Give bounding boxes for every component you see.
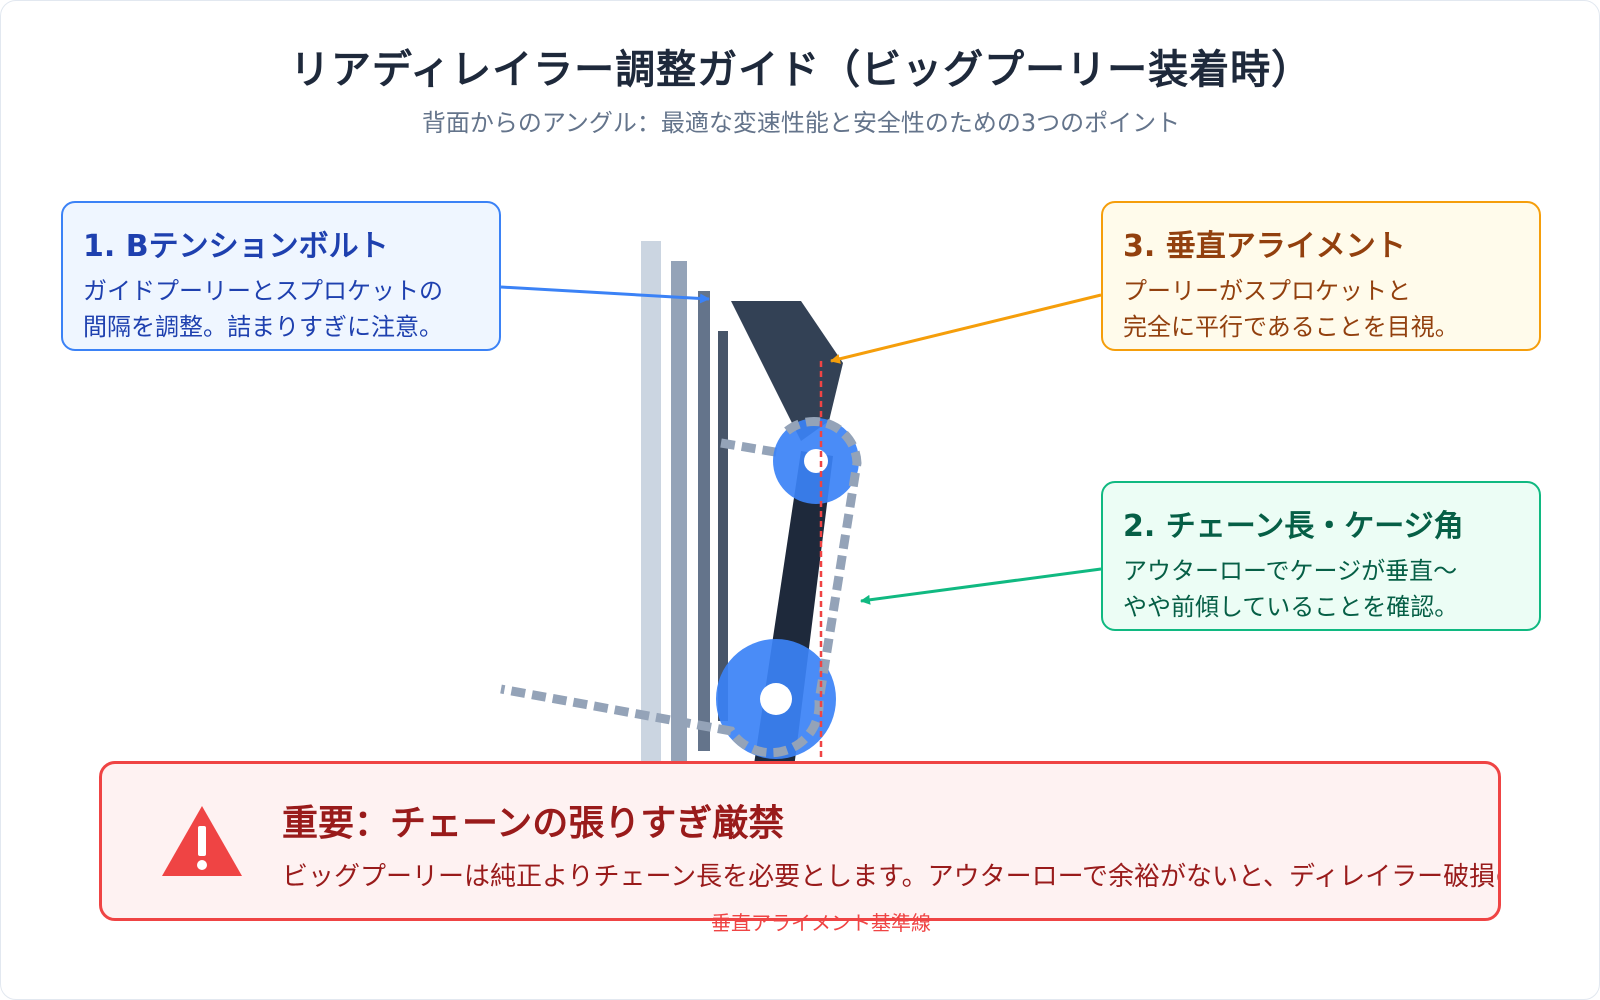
arrow-alignment	[830, 293, 1102, 364]
callout-line: ガイドプーリーとスプロケットの	[83, 277, 443, 305]
derailleur-body	[731, 301, 843, 441]
callout-title: 2. チェーン長・ケージ角	[1123, 509, 1464, 544]
callout-line: プーリーがスプロケットと	[1123, 277, 1411, 305]
callout-title: 1. Bテンションボルト	[83, 229, 389, 264]
warning-triangle-icon	[162, 806, 242, 876]
page-title: リアディレイラー調整ガイド（ビッグプーリー装着時）	[289, 47, 1313, 93]
callout-line: 完全に平行であることを目視。	[1123, 313, 1459, 341]
callout-line: やや前傾していることを確認。	[1123, 593, 1459, 621]
warning-title: 重要：チェーンの張りすぎ厳禁	[282, 803, 785, 844]
callout-b-tension-bolt: 1. Bテンションボルト ガイドプーリーとスプロケットの 間隔を調整。詰まりすぎ…	[61, 201, 501, 351]
callout-line: アウターローでケージが垂直〜	[1123, 557, 1458, 585]
sprocket-3	[698, 291, 710, 751]
warning-text: ビッグプーリーは純正よりチェーン長を必要とします。アウターローで余裕がないと、デ…	[282, 862, 1501, 892]
chain-upper	[720, 438, 782, 458]
chain-wrap	[500, 417, 862, 758]
callout-title: 3. 垂直アライメント	[1123, 229, 1406, 264]
tension-pulley-axle	[760, 683, 792, 715]
arrow-b-tension	[500, 285, 710, 304]
sprocket-4	[718, 331, 728, 721]
page-subtitle: 背面からのアングル：最適な変速性能と安全性のための3つのポイント	[421, 109, 1181, 137]
callout-line: 間隔を調整。詰まりすぎに注意。	[83, 313, 443, 341]
vertical-guide-label: 垂直アライメント基準線	[711, 911, 931, 935]
callout-vertical-alignment: 3. 垂直アライメント プーリーがスプロケットと 完全に平行であることを目視。	[1101, 201, 1541, 351]
sprocket-2	[671, 261, 687, 771]
callout-chain-length: 2. チェーン長・ケージ角 アウターローでケージが垂直〜 やや前傾していることを…	[1101, 481, 1541, 631]
sprocket-1	[641, 241, 661, 771]
arrow-chain-length	[860, 567, 1102, 605]
warning-box: 重要：チェーンの張りすぎ厳禁 ビッグプーリーは純正よりチェーン長を必要とします。…	[99, 761, 1501, 921]
guide-pulley-axle	[804, 449, 828, 473]
